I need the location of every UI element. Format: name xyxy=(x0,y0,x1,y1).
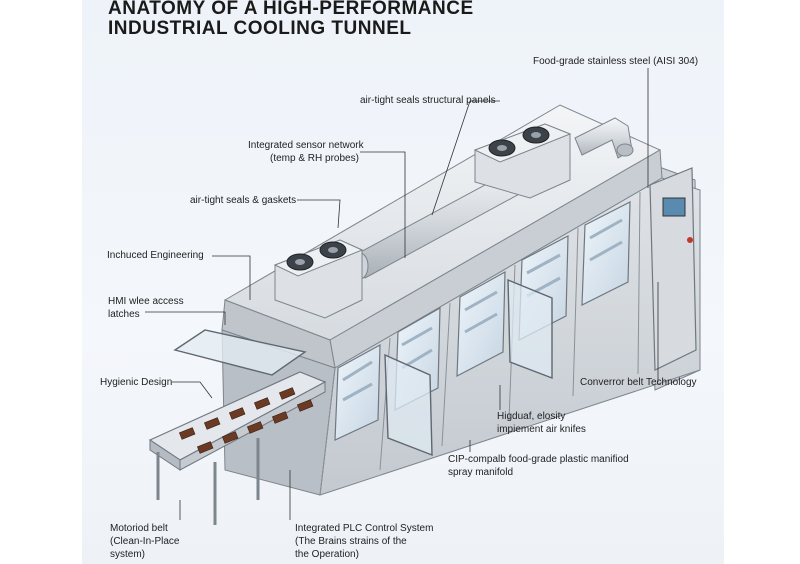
label-air-knives-2: impiement air knifes xyxy=(497,424,586,435)
control-cabinet xyxy=(649,167,697,371)
label-hmi-access: HMI wlee access xyxy=(108,296,184,307)
label-air-knives-1: Higduaf, elosity xyxy=(497,411,566,422)
fan-icon xyxy=(319,241,347,259)
leader-lines xyxy=(145,68,659,520)
label-hmi-latches: latches xyxy=(108,309,140,320)
open-access-doors xyxy=(384,278,553,457)
infeed-conveyor xyxy=(148,371,327,525)
label-plc-3: the Operation) xyxy=(295,549,359,560)
label-hygienic-design: Hygienic Design xyxy=(100,377,173,388)
label-plc-1: Integrated PLC Control System xyxy=(295,523,434,534)
inspection-window xyxy=(334,343,381,441)
label-cip-manifold-1: CIP-compalb food-grade plastic manifiod xyxy=(448,454,629,465)
fan-unit xyxy=(473,123,572,199)
infeed-glass-hood xyxy=(173,329,307,376)
diagram-title-line2: INDUSTRIAL COOLING TUNNEL xyxy=(108,18,412,39)
hmi-screen-icon xyxy=(662,197,686,217)
label-seals-gaskets: air-tight seals & gaskets xyxy=(190,195,297,206)
fan-icon xyxy=(286,253,314,271)
product-trays xyxy=(178,387,314,454)
label-structural-panels: air-tight seals structural panels xyxy=(360,95,496,106)
emergency-stop-icon xyxy=(687,237,693,243)
label-engineering: Inchuced Engineering xyxy=(107,250,204,261)
label-motor-belt-3: system) xyxy=(110,549,145,560)
label-cip-manifold-2: spray manifold xyxy=(448,467,514,478)
fan-icon xyxy=(522,126,550,144)
label-sensor-network: Integrated sensor network xyxy=(248,140,364,151)
label-motor-belt-2: (Clean-In-Place xyxy=(110,536,180,547)
label-motor-belt-1: Motoriod belt xyxy=(110,523,168,534)
fan-unit xyxy=(273,239,364,319)
label-plc-2: (The Brains strains of the xyxy=(295,536,407,547)
inspection-window xyxy=(581,201,631,306)
label-sensor-probes: (temp & RH probes) xyxy=(270,153,359,164)
label-stainless-steel: Food-grade stainless steel (AISI 304) xyxy=(533,56,699,67)
inspection-window xyxy=(456,270,506,378)
label-conveyor-belt: Converror belt Technology xyxy=(580,377,697,388)
diagram-title-line1: ANATOMY OF A HIGH-PERFORMANCE xyxy=(108,0,474,19)
fan-icon xyxy=(488,139,516,157)
